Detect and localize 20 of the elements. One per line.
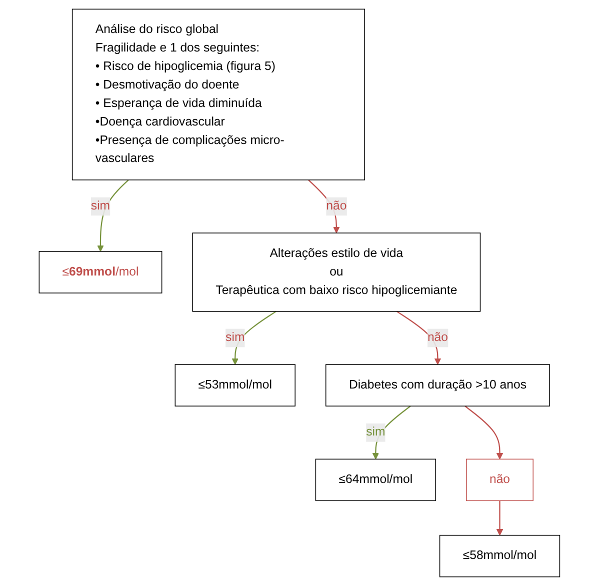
- arrow: [396, 310, 441, 365]
- node-box: Diabetes com duração >10 anos: [325, 364, 550, 406]
- node-box: ≤53mmol/mol: [174, 364, 296, 406]
- arrow: [496, 500, 503, 536]
- edge-label: sim: [90, 200, 110, 213]
- node-box: não: [466, 458, 534, 502]
- node-box: Alterações estilo de vida ou Terapêutica com baixo risco hipoglicemiante: [192, 232, 480, 312]
- arrow: [231, 310, 276, 365]
- edge-label: não: [427, 331, 448, 344]
- edge-label: não: [326, 200, 346, 213]
- arrow: [464, 406, 503, 460]
- edge-label: sim: [225, 331, 244, 344]
- node-box: Análise do risco global Fragilidade e 1 dos seguintes: • Risco de hipoglicemia (figura 5) • Desmotivação do doente • Esperança de vida diminuída •Doença cardiovascular •Presença de complicações micro-vasculares: [71, 8, 365, 180]
- arrow: [96, 180, 128, 252]
- node-box: ≤64mmol/mol: [314, 458, 436, 502]
- node-box: ≤69mmol/mol: [38, 251, 162, 294]
- node-box: ≤58mmol/mol: [438, 534, 560, 578]
- edge-label: sim: [366, 426, 385, 439]
- arrow: [308, 180, 340, 234]
- arrow: [372, 406, 410, 460]
